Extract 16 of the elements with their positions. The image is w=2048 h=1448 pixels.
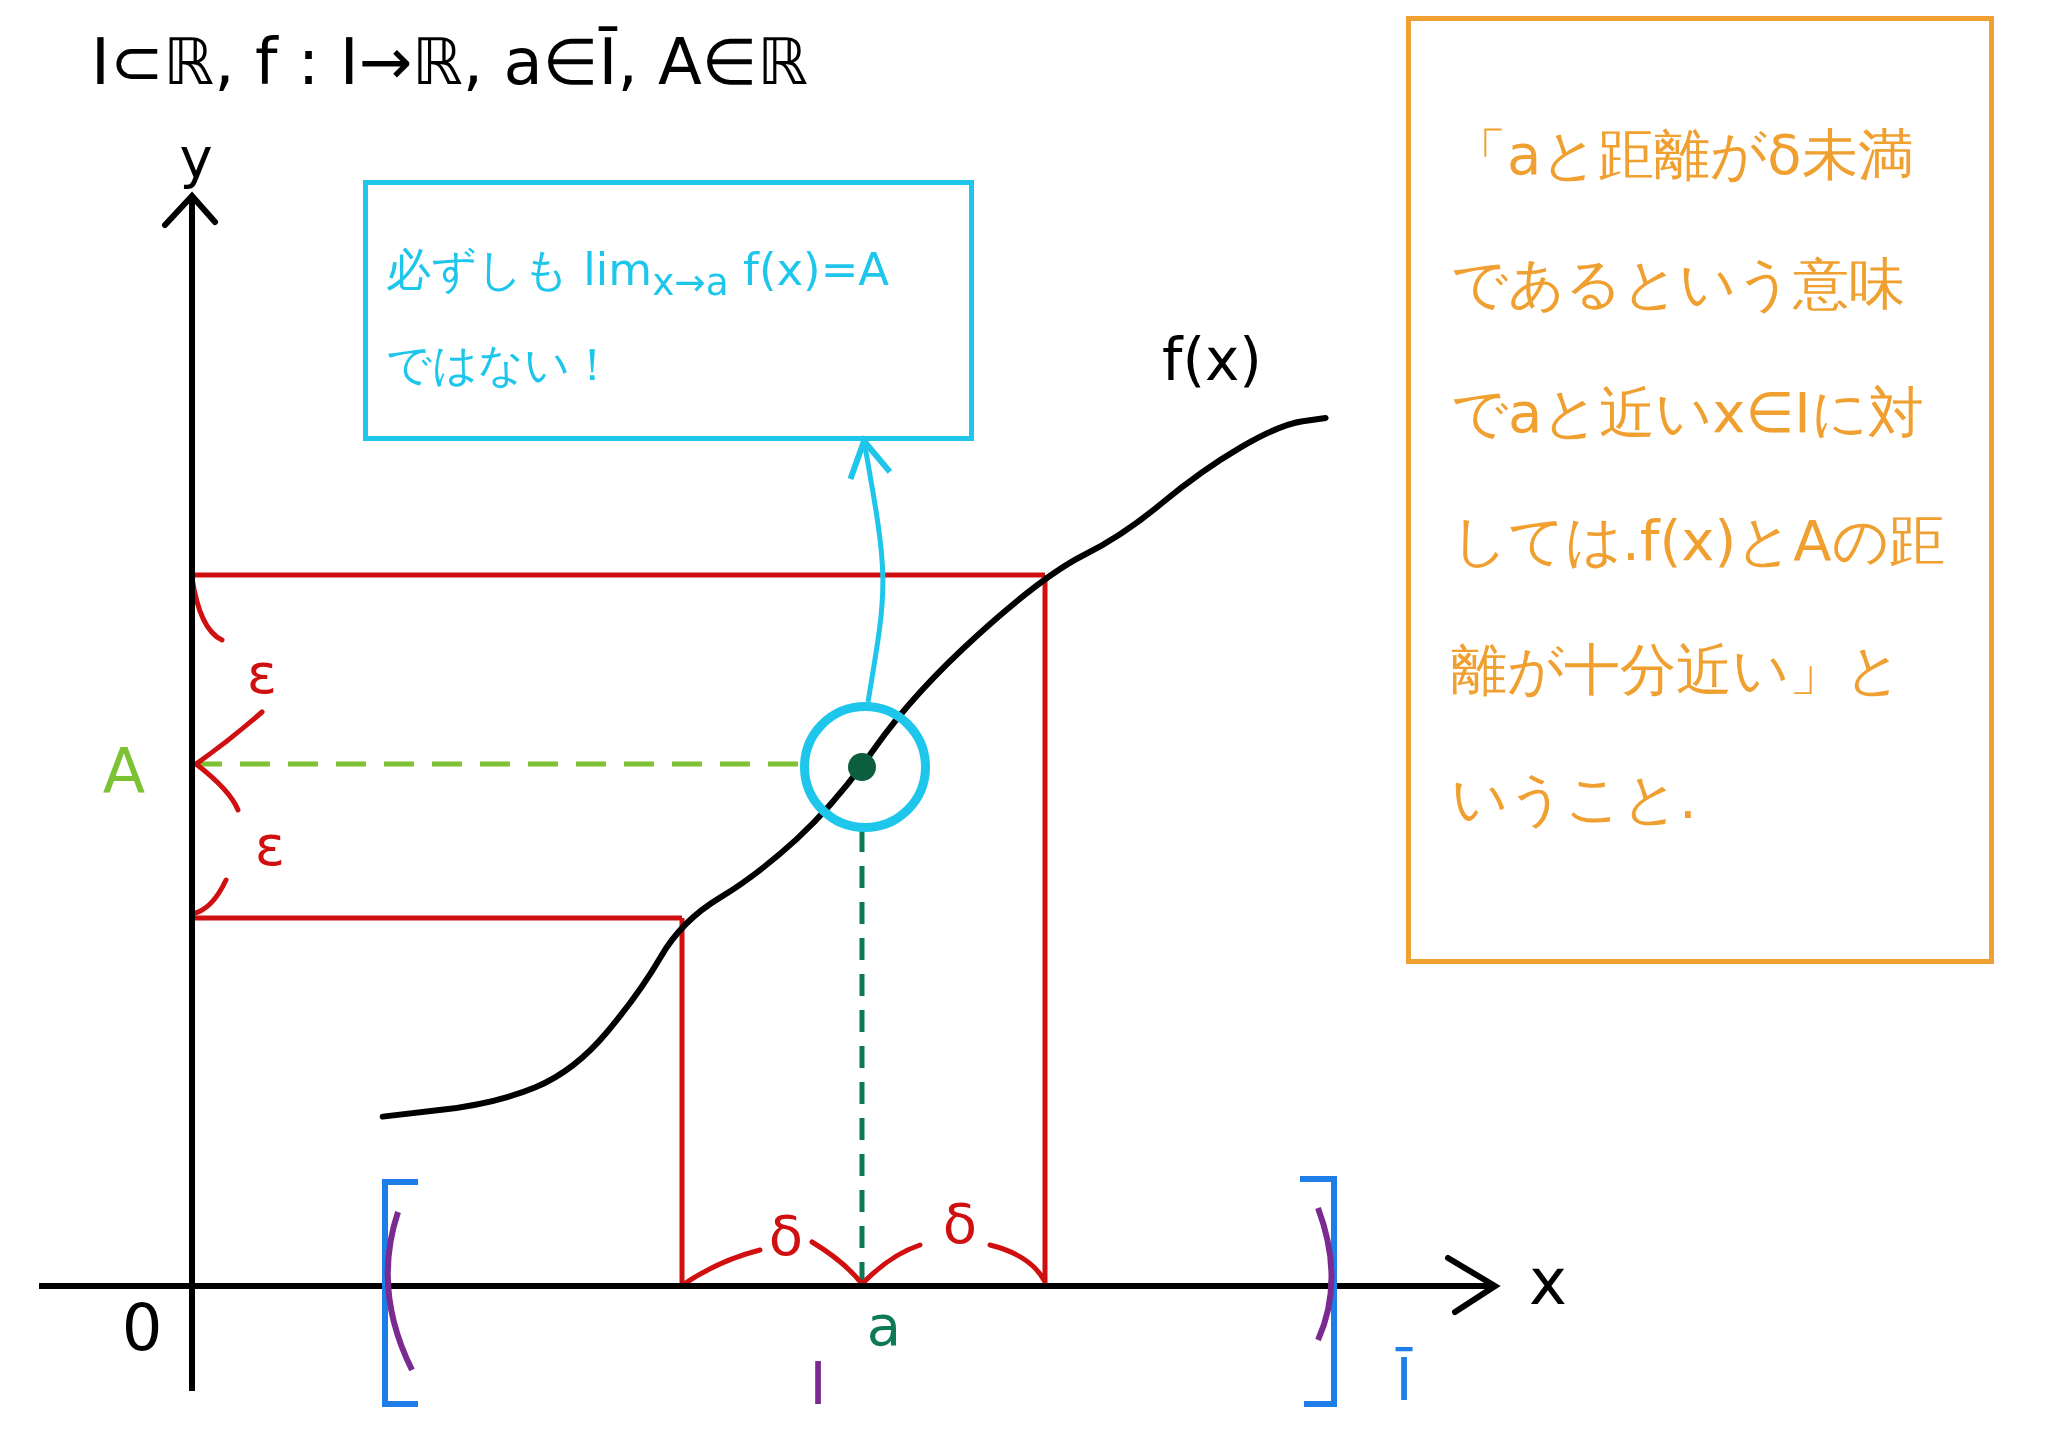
point-label: a <box>866 1298 902 1354</box>
value-label: A <box>102 741 146 803</box>
note-box <box>363 180 974 441</box>
origin-label: 0 <box>121 1296 163 1360</box>
arrow <box>847 438 893 703</box>
delta-label: δ <box>768 1208 804 1264</box>
note-text: 必ずしも lim$_{x→a}$ f(x)=A ではない！ <box>386 242 891 393</box>
delta-label: δ <box>942 1196 978 1252</box>
curve-label: f(x) <box>1162 331 1262 389</box>
epsilon-label: ε <box>254 818 286 874</box>
note-text: 「aと距離がδ未満であるという意味でaと近いx∈Iに対しては.f(x)とAの距離が十分近い」ということ. <box>1451 121 1946 833</box>
epsilon-label: ε <box>246 646 278 702</box>
highlight-circle <box>800 702 930 832</box>
explanation-box <box>1406 16 1994 964</box>
axis-label: x <box>1529 1250 1567 1314</box>
interval-label: I <box>809 1355 827 1413</box>
